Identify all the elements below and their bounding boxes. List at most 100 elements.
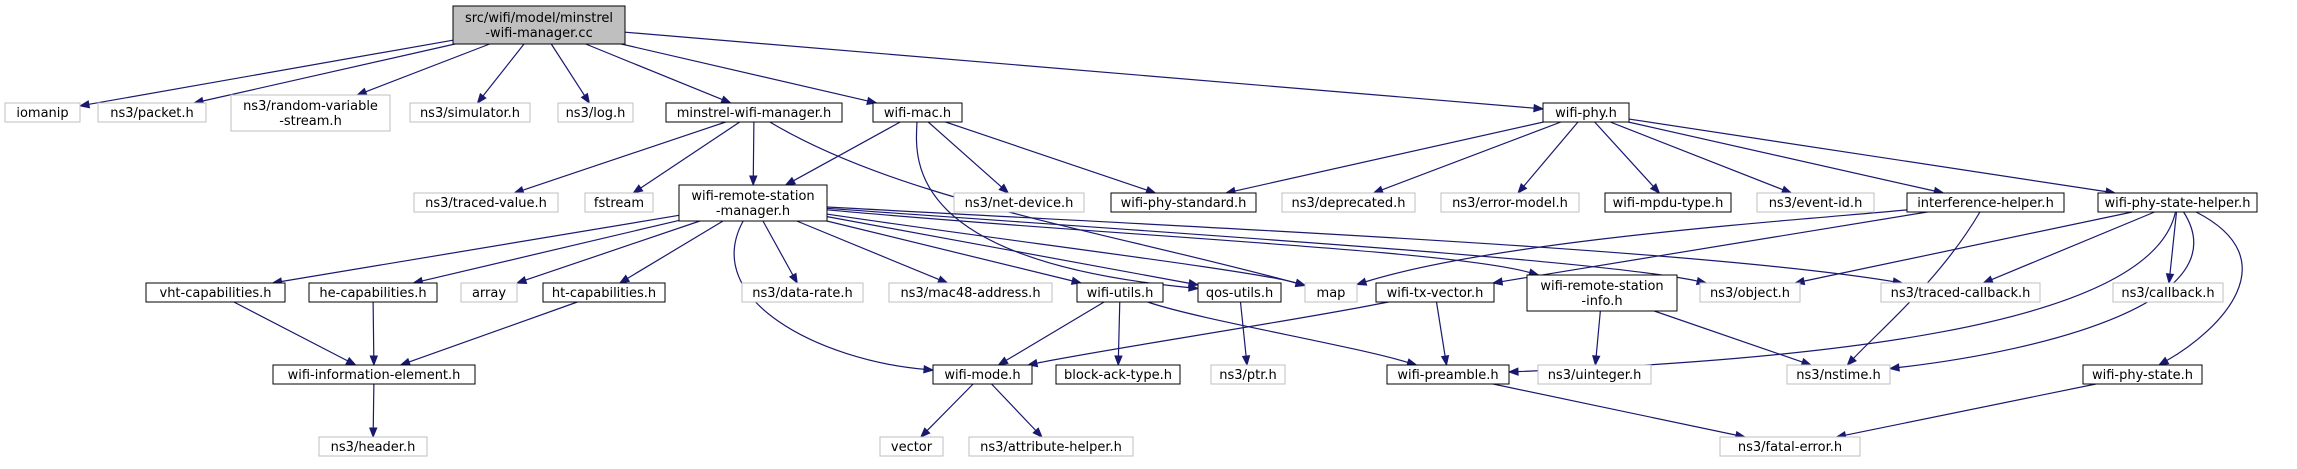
arrowhead-wifi_mode-to-ns3_attribute_helper [1032,427,1043,438]
arrowhead-wifi_mac-to-wifi_phy_standard [1145,185,1157,194]
node-label: ns3/attribute-helper.h [980,440,1122,455]
arrowhead-interference_helper-to-map [1355,277,1368,286]
edge-ht_cap-to-wifi_info_elem [408,301,578,363]
node-minstrel_h[interactable]: minstrel-wifi-manager.h [665,102,843,123]
edge-wifi_phy-to-ns3_event_id [1610,121,1784,191]
node-box [872,102,963,123]
node-label: he-capabilities.h [319,286,426,301]
arrowhead-wifi_phy-to-wifi_mpdu_type [1649,183,1661,195]
node-wifi_mode[interactable]: wifi-mode.h [932,364,1033,385]
edge-minstrel_h-to-ns3_traced_value [522,121,726,191]
node-box [1542,102,1630,123]
node-wifi_phy[interactable]: wifi-phy.h [1542,102,1630,123]
node-ht_cap[interactable]: ht-capabilities.h [542,282,666,303]
node-label: ns3/simulator.h [420,106,520,121]
arrowhead-wifi_utils-to-block_ack_type [1114,355,1123,367]
edge-wrsm-to-ns3_mac48 [796,220,940,281]
node-he_cap[interactable]: he-capabilities.h [308,282,438,303]
arrowhead-ht_cap-to-wifi_info_elem [399,357,412,366]
node-root[interactable]: src/wifi/model/minstrel-wifi-manager.cc [452,5,626,45]
node-wifi_mpdu_type[interactable]: wifi-mpdu-type.h [1604,192,1732,213]
node-ns3_traced_callback: ns3/traced-callback.h [1880,282,2041,303]
arrowhead-wifi_phy_state_helper-to-ns3_nstime [1888,363,1900,372]
arrowhead-wifi_phy-to-ns3_deprecated [1372,185,1384,194]
node-ns3_event_id: ns3/event-id.h [1756,192,1875,213]
edge-vht_cap-to-wifi_info_elem [233,301,348,362]
node-label: ns3/data-rate.h [752,286,852,301]
arrowhead-wifi_phy_state_helper-to-wifi_phy_state [2157,356,2170,366]
node-label: -manager.h [716,204,790,219]
edge-wrsm-to-wifi_utils [826,220,1073,282]
node-label: vht-capabilities.h [160,286,272,301]
arrowhead-wrs_info-to-ns3_nstime [1800,357,1813,366]
node-label: wifi-phy-standard.h [1121,196,1247,211]
arrowhead-wrsm-to-map [1294,278,1307,287]
node-box [1906,192,2065,213]
node-label: ns3/error-model.h [1452,196,1568,211]
node-wifi_phy_standard[interactable]: wifi-phy-standard.h [1110,192,1257,213]
node-qos_utils[interactable]: qos-utils.h [1197,282,1282,303]
edge-wifi_info_elem-to-ns3_header [372,383,375,429]
node-label: ns3/mac48-address.h [900,286,1040,301]
arrowhead-wrsm-to-wifi_mode [923,365,935,374]
node-box [1304,282,1358,303]
node-box [953,192,1085,213]
node-label: wifi-remote-station [1540,279,1663,294]
edge-wrsm-to-array [525,220,701,281]
arrowhead-root-to-ns3_random [355,87,368,96]
edge-wifi_mac-to-wrsm [793,121,901,182]
node-wifi_phy_state_helper[interactable]: wifi-phy-state-helper.h [2097,192,2258,213]
arrowhead-interference_helper-to-wifi_tx_vector [1491,277,1504,286]
node-label: wifi-tx-vector.h [1387,286,1484,301]
node-box [1604,192,1732,213]
arrowhead-root-to-ns3_log [580,92,591,105]
node-wifi_info_elem[interactable]: wifi-information-element.h [272,364,476,385]
node-wrsm[interactable]: wifi-remote-station-manager.h [678,184,828,222]
arrowhead-interference_helper-to-ns3_nstime [1846,355,1857,367]
node-wifi_phy_state[interactable]: wifi-phy-state.h [2082,364,2203,385]
node-block_ack_type[interactable]: block-ack-type.h [1055,364,1181,385]
node-interference_helper[interactable]: interference-helper.h [1906,192,2065,213]
node-vht_cap[interactable]: vht-capabilities.h [145,282,286,303]
arrowhead-wifi_phy_state_helper-to-ns3_traced_callback [1982,275,1994,284]
node-box [1281,192,1416,213]
arrowhead-wifi_mac-to-ns3_net_device [998,183,1010,194]
node-wrs_info[interactable]: wifi-remote-station-info.h [1526,274,1678,312]
node-wifi_preamble[interactable]: wifi-preamble.h [1386,364,1510,385]
node-ns3_fatal_error: ns3/fatal-error.h [1719,436,1861,457]
edge-wifi_phy-to-wifi_phy_state_helper [1628,118,2107,193]
edge-wifi_phy_state_helper-to-ns3_object [1803,211,2133,282]
node-label: -stream.h [279,114,342,129]
node-label: ns3/log.h [566,106,626,121]
arrowhead-minstrel_h-to-ns3_traced_value [512,185,525,194]
edge-wrsm-to-vht_cap [281,214,680,283]
edge-interference_helper-to-map [1365,209,1908,283]
node-wifi_tx_vector[interactable]: wifi-tx-vector.h [1375,282,1495,303]
node-label: ns3/traced-callback.h [1891,286,2031,301]
node-box [1076,282,1164,303]
edge-wrsm-to-ns3_data_rate [762,220,794,276]
node-label: ns3/uinteger.h [1548,368,1642,383]
node-ns3_object: ns3/object.h [1699,282,1801,303]
arrowhead-wifi_phy-to-ns3_error_model [1517,183,1528,195]
node-label: fstream [594,196,644,211]
node-wifi_utils[interactable]: wifi-utils.h [1076,282,1164,303]
node-label: wifi-phy-state.h [2092,368,2193,383]
node-ns3_random: ns3/random-variable-stream.h [230,94,391,132]
node-ns3_traced_value: ns3/traced-value.h [413,192,559,213]
node-ns3_callback: ns3/callback.h [2112,282,2224,303]
node-ns3_packet: ns3/packet.h [97,102,207,123]
node-label: wifi-preamble.h [1397,368,1498,383]
node-box [409,102,531,123]
node-box [1210,364,1286,385]
arrowhead-wifi_mac-to-wrsm [784,176,797,186]
arrowhead-wrsm-to-array [515,275,528,284]
node-label: ns3/nstime.h [1796,368,1880,383]
node-box [413,192,559,213]
node-label: -wifi-manager.cc [485,26,592,41]
nodes-layer: src/wifi/model/minstrel-wifi-manager.cc i… [4,5,2258,457]
arrowhead-wifi_info_elem-to-ns3_header [369,427,378,439]
node-label: wifi-phy.h [1555,106,1617,121]
node-wifi_mac[interactable]: wifi-mac.h [872,102,963,123]
node-box [557,102,634,123]
